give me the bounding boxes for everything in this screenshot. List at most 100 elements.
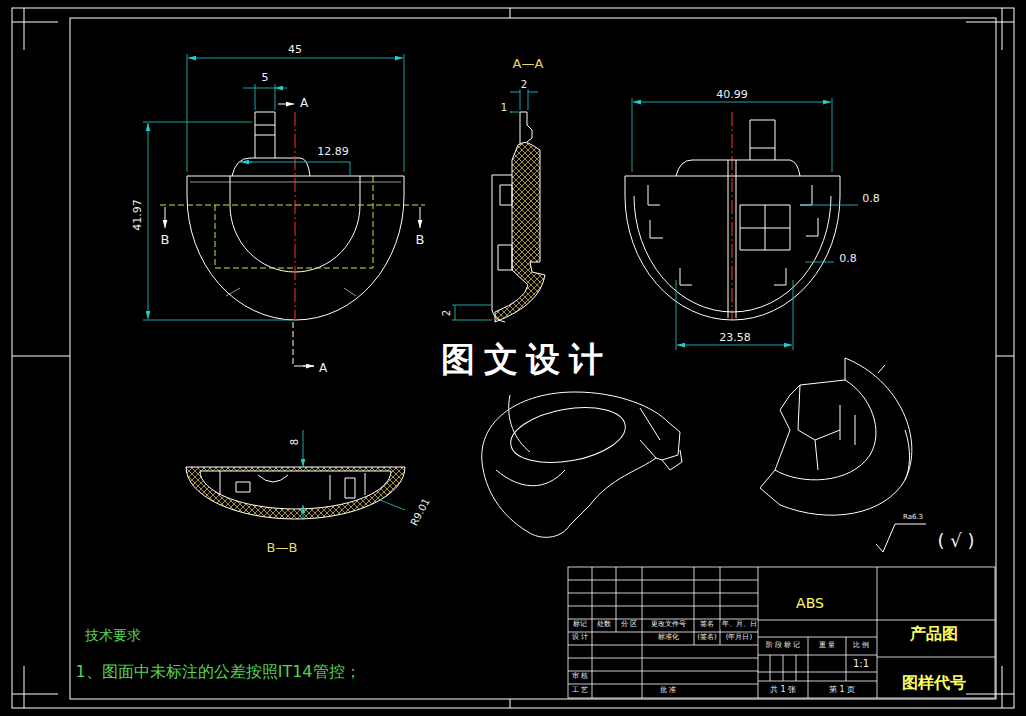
dimension-text: 12.89 xyxy=(316,146,350,158)
table-cell: (签名) xyxy=(696,634,717,642)
table-cell: 处数 xyxy=(596,621,612,629)
roughness-mark: ( √ ) xyxy=(937,531,976,551)
table-cell: 批 准 xyxy=(659,687,677,695)
table-cell: 分 区 xyxy=(620,621,638,629)
section-title: B—B xyxy=(266,541,299,555)
roughness-value: Ra6.3 xyxy=(902,514,924,522)
table-cell: (年月日) xyxy=(725,634,753,642)
title-block xyxy=(568,567,995,698)
section-arrow xyxy=(165,104,420,366)
dimension-line xyxy=(143,54,404,320)
dimension-line xyxy=(303,430,304,467)
table-cell: 共 1 张 xyxy=(769,686,797,695)
dimension-text: 8 xyxy=(289,438,300,446)
rear-view xyxy=(740,205,790,250)
dimension-text: 1 xyxy=(500,102,508,113)
section-line xyxy=(160,205,425,206)
drawing-frame xyxy=(12,8,1014,708)
table-cell: 1:1 xyxy=(852,658,870,669)
table-cell: 更改文件号 xyxy=(650,621,687,629)
title-block xyxy=(568,580,758,684)
section-title: A—A xyxy=(512,57,545,71)
drawing-title: 产品图 xyxy=(909,625,959,643)
section-b-view xyxy=(186,467,405,519)
rear-view xyxy=(680,268,786,285)
dimension-text: R9.01 xyxy=(408,496,432,529)
dimension-line xyxy=(380,500,405,510)
drawing-frame xyxy=(12,8,1014,708)
table-cell: 阶 段 标 记 xyxy=(765,642,802,650)
dimension-line xyxy=(243,88,287,89)
dimension-line xyxy=(240,162,350,176)
dimension-line xyxy=(303,430,405,520)
section-arrow xyxy=(278,104,294,105)
dimension-line xyxy=(241,162,252,163)
dimension-line xyxy=(676,280,793,350)
dimension-line xyxy=(452,305,492,320)
title-block xyxy=(568,567,995,698)
dimension-line xyxy=(303,505,304,520)
dimension-line xyxy=(143,122,292,320)
isometric-view xyxy=(506,399,629,470)
section-arrow xyxy=(165,207,166,228)
dimension-line xyxy=(632,98,858,350)
rear-view xyxy=(648,185,818,238)
dimension-line xyxy=(677,345,792,346)
watermark: 图 文 设 计 xyxy=(440,341,604,378)
dimension-line xyxy=(633,102,831,103)
front-view xyxy=(255,112,275,158)
table-cell: 年、月、日 xyxy=(721,621,758,629)
section-mark: B xyxy=(415,233,426,247)
dimension-line xyxy=(255,88,275,89)
note-text: 1、图面中未标注的公差按照IT14管控； xyxy=(74,663,361,681)
roughness-symbol xyxy=(876,524,926,552)
dimension-line xyxy=(255,84,275,110)
title-block xyxy=(758,567,995,698)
dimension-text: 40.99 xyxy=(715,89,749,101)
section-b-view xyxy=(220,471,365,500)
section-mark: A xyxy=(299,97,309,110)
rear-view xyxy=(634,196,831,312)
front-view xyxy=(226,288,356,296)
table-cell: 比 例 xyxy=(852,642,870,650)
drawing-number: 图样代号 xyxy=(901,674,967,692)
isometric-view xyxy=(482,358,912,537)
center-line xyxy=(732,112,733,320)
section-b-view xyxy=(186,467,405,519)
dimension-text: 41.97 xyxy=(132,198,144,232)
isometric-view xyxy=(496,395,682,486)
table-cell: 签名 xyxy=(699,621,715,629)
dimension-line xyxy=(510,89,538,110)
dimension-line xyxy=(632,98,832,172)
drawing-frame xyxy=(70,18,996,699)
isometric-view xyxy=(878,365,910,480)
section-mark: A xyxy=(318,362,328,375)
dimension-text: 23.58 xyxy=(718,332,752,344)
title-block xyxy=(592,567,720,698)
rear-view xyxy=(750,120,775,160)
section-arrow xyxy=(420,207,421,228)
table-cell: 工 艺 xyxy=(571,687,589,695)
section-a-view xyxy=(492,112,545,322)
dimension-line xyxy=(510,112,520,113)
section-arrow xyxy=(293,322,314,366)
center-line xyxy=(295,112,296,320)
section-a-view xyxy=(492,175,512,270)
rear-view xyxy=(676,160,800,176)
section-mark: B xyxy=(160,233,171,247)
dimension-text: 0.8 xyxy=(838,253,858,265)
rear-view xyxy=(625,120,840,320)
table-cell: 审 核 xyxy=(571,673,589,681)
dimension-line xyxy=(452,89,538,320)
dimension-text: 2 xyxy=(520,79,528,90)
note-heading: 技术要求 xyxy=(84,628,142,643)
isometric-view xyxy=(482,392,680,537)
section-line xyxy=(215,205,295,268)
isometric-view xyxy=(760,358,912,515)
drawing-frame xyxy=(12,8,1014,708)
rear-view xyxy=(625,176,840,320)
dimension-line xyxy=(188,58,403,59)
table-cell: 第 1 页 xyxy=(828,686,856,695)
dimension-text: 0.8 xyxy=(861,193,881,205)
